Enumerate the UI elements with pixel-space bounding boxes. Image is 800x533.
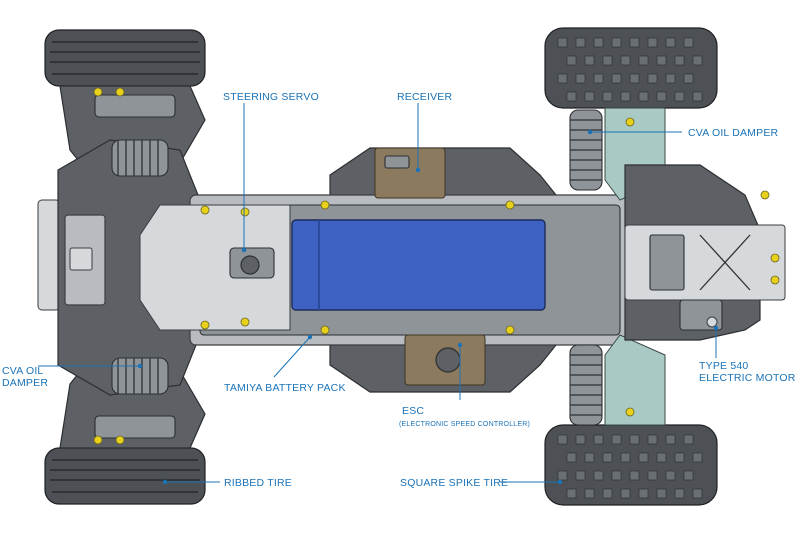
leader-square-spike-tire — [500, 479, 563, 485]
front-top-tire-ribs — [50, 41, 200, 75]
leader-cva-oil-damper-front — [38, 363, 143, 369]
type540-motor — [679, 299, 723, 331]
battery-pack — [291, 219, 546, 311]
label-cva-oil-damper-front-line1: CVA OIL — [2, 365, 43, 377]
front-cva-oil-dampers — [111, 139, 169, 395]
leader-type540-motor — [713, 325, 719, 358]
receiver-unit — [374, 147, 446, 199]
label-cva-oil-damper-front-line2: DAMPER — [2, 377, 48, 389]
leader-cva-oil-damper-rear — [587, 129, 682, 135]
leader-esc — [457, 342, 463, 400]
label-receiver: RECEIVER — [397, 91, 452, 103]
label-cva-oil-damper-rear: CVA OIL DAMPER — [688, 127, 779, 139]
chassis-bolts — [93, 87, 780, 445]
rear-gearbox — [624, 164, 786, 341]
steering-plate — [139, 204, 291, 331]
label-esc-full: (ELECTRONIC SPEED CONTROLLER) — [399, 421, 530, 428]
rear-top-square-spike-tire — [544, 27, 718, 109]
rear-bottom-tire-spikes — [557, 434, 703, 499]
label-esc: ESC — [402, 405, 424, 417]
label-square-spike-tire: SQUARE SPIKE TIRE — [400, 477, 508, 489]
rear-bottom-square-spike-tire — [544, 424, 718, 506]
label-tamiya-battery-pack: TAMIYA BATTERY PACK — [224, 382, 346, 394]
leader-receiver — [415, 103, 421, 173]
leader-battery-pack — [273, 334, 313, 378]
label-type540-line1: TYPE 540 — [699, 360, 748, 372]
front-bottom-ribbed-tire — [44, 447, 206, 505]
leader-ribbed-tire — [162, 479, 220, 485]
label-steering-servo: STEERING SERVO — [223, 91, 319, 103]
front-top-ribbed-tire — [44, 29, 206, 87]
leader-steering-servo — [241, 103, 247, 253]
front-bottom-tire-ribs — [50, 459, 200, 493]
label-type540-line2: ELECTRIC MOTOR — [699, 372, 796, 384]
label-ribbed-tire: RIBBED TIRE — [224, 477, 292, 489]
esc-unit — [404, 334, 486, 386]
rear-top-tire-spikes — [557, 37, 703, 102]
